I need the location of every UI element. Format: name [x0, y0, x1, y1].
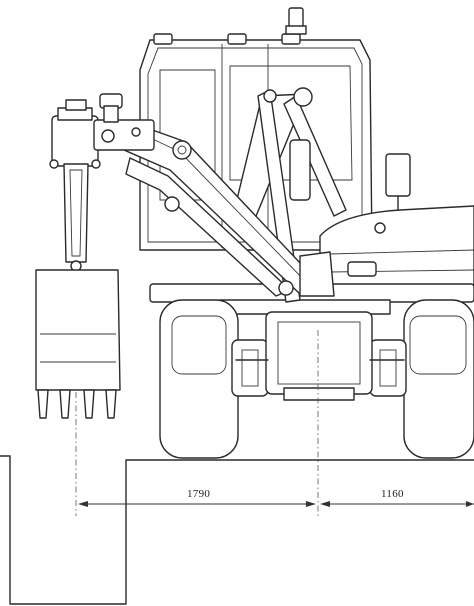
engine-hood — [319, 205, 474, 291]
dimension-label-1790: 1790 — [184, 488, 214, 500]
arm — [49, 93, 155, 272]
dimension-label-1160: 1160 — [378, 488, 407, 500]
boom — [123, 121, 335, 297]
left-wheel — [159, 299, 269, 459]
dimension-lines — [78, 501, 474, 507]
bucket — [35, 269, 121, 419]
centerlines — [75, 330, 319, 516]
right-wheel — [369, 299, 474, 459]
axle — [235, 311, 405, 401]
ground-outline — [0, 455, 474, 605]
